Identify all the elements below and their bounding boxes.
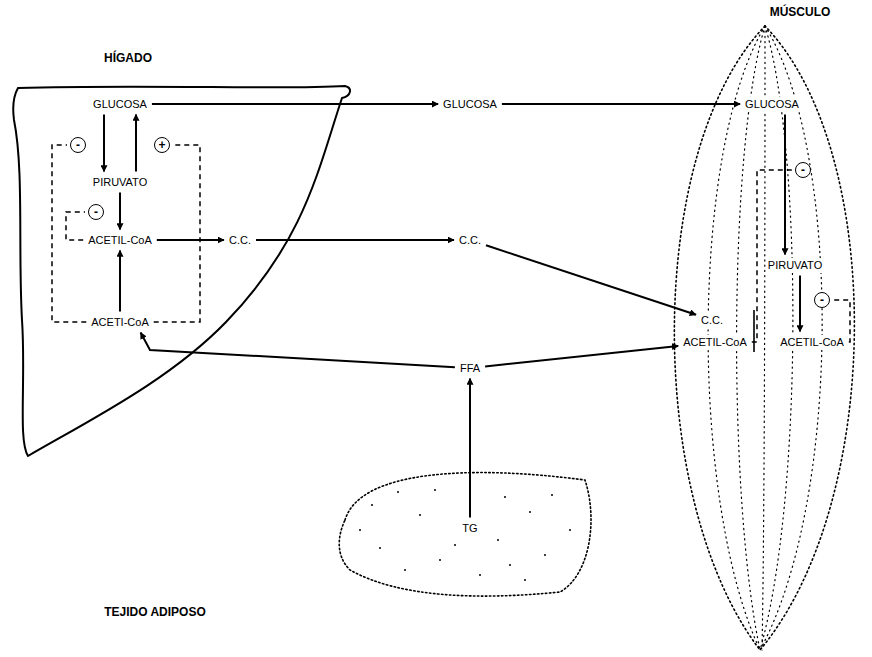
dot	[529, 511, 531, 513]
dot	[404, 569, 406, 571]
regulation-circle: -	[814, 292, 830, 308]
metabolite: FFA	[458, 361, 482, 376]
dot	[434, 489, 436, 491]
flux-arrow	[486, 245, 696, 314]
dot	[454, 544, 456, 546]
flux-arrow	[141, 333, 455, 368]
metabolite: C.C.	[457, 233, 483, 248]
metabolite: C.C.	[699, 313, 725, 328]
muscle-fiber	[762, 26, 765, 650]
organ-outline	[10, 80, 360, 465]
regulation-sign: +	[158, 139, 165, 151]
metabolite-name: ACETIL-CoA	[778, 335, 846, 350]
dot	[524, 579, 526, 581]
feedback-line	[66, 212, 85, 240]
metabolite-name: C.C.	[227, 233, 253, 248]
metabolite-name: TG	[460, 521, 479, 536]
flux-arrow	[119, 251, 121, 312]
metabolite: PIRUVATO	[766, 258, 824, 273]
dot	[544, 554, 546, 556]
metabolite: GLUCOSA	[91, 97, 149, 112]
organ-outline-path	[674, 26, 854, 650]
dot	[569, 529, 571, 531]
metabolite: GLUCOSA	[743, 97, 801, 112]
organ-region: TEJIDO ADIPOSOTG	[330, 462, 600, 602]
feedback-line	[752, 170, 792, 342]
dot	[371, 504, 373, 506]
metabolite: C.C.	[227, 233, 253, 248]
metabolite: ACETIL-CoA	[681, 335, 749, 350]
dot	[551, 494, 553, 496]
organ-outline-path	[339, 473, 591, 597]
metabolite-name: GLUCOSA	[91, 97, 149, 112]
organ-region: MÚSCULOGLUCOSA-PIRUVATO-C.C.ACETIL-CoAAC…	[630, 22, 870, 654]
metabolite-name: PIRUVATO	[91, 175, 149, 190]
flux-arrow	[469, 379, 471, 518]
metabolite: TG	[460, 521, 479, 536]
flux-arrow	[103, 115, 105, 172]
regulation-sign: -	[820, 294, 824, 306]
bracket	[753, 310, 755, 352]
organ-outline-path	[13, 86, 350, 456]
flux-arrow	[784, 115, 786, 255]
flux-arrow	[157, 239, 224, 241]
regulation-circle: +	[154, 137, 170, 153]
metabolite-name: C.C.	[699, 313, 725, 328]
flux-arrow	[485, 346, 678, 367]
metabolite-name: ACETI-CoA	[89, 315, 150, 330]
regulation-sign: -	[76, 139, 80, 151]
metabolite-name: ACETIL-CoA	[681, 335, 749, 350]
metabolite-name: GLUCOSA	[441, 97, 499, 112]
dot	[439, 559, 441, 561]
flux-arrow	[799, 276, 801, 332]
regulation-circle: -	[88, 204, 104, 220]
feedback-line	[52, 145, 86, 322]
regulation-circle: -	[795, 162, 811, 178]
dot	[504, 496, 506, 498]
metabolite: PIRUVATO	[91, 175, 149, 190]
flux-arrow	[152, 103, 438, 105]
metabolite-name: ACETIL-CoA	[86, 233, 154, 248]
flux-arrow	[135, 115, 137, 172]
metabolite: ACETIL-CoA	[86, 233, 154, 248]
regulation-sign: -	[801, 164, 805, 176]
metabolite: ACETI-CoA	[89, 315, 150, 330]
regulation-circle: -	[70, 137, 86, 153]
metabolite-name: C.C.	[457, 233, 483, 248]
dot	[419, 514, 421, 516]
organ-name: MÚSCULO	[768, 5, 833, 19]
dot	[497, 539, 499, 541]
dot	[397, 491, 399, 493]
metabolite: ACETIL-CoA	[778, 335, 846, 350]
flux-arrow	[256, 239, 454, 241]
dot	[379, 547, 381, 549]
dot	[359, 529, 361, 531]
adipose-dots	[359, 489, 571, 581]
metabolite-name: GLUCOSA	[743, 97, 801, 112]
feedback-line	[154, 145, 200, 322]
dot	[479, 574, 481, 576]
organ-name: HÍGADO	[102, 51, 154, 65]
regulation-sign: -	[94, 206, 98, 218]
flux-arrow	[502, 103, 740, 105]
dot	[509, 564, 511, 566]
metabolite: GLUCOSA	[441, 97, 499, 112]
metabolite-name: PIRUVATO	[766, 258, 824, 273]
metabolite-name: FFA	[458, 361, 482, 376]
flux-arrow	[119, 193, 121, 230]
organ-name: TEJIDO ADIPOSO	[102, 605, 208, 619]
organ-region: HÍGADOGLUCOSAPIRUVATOACETIL-CoAACETI-CoA…	[10, 80, 360, 465]
